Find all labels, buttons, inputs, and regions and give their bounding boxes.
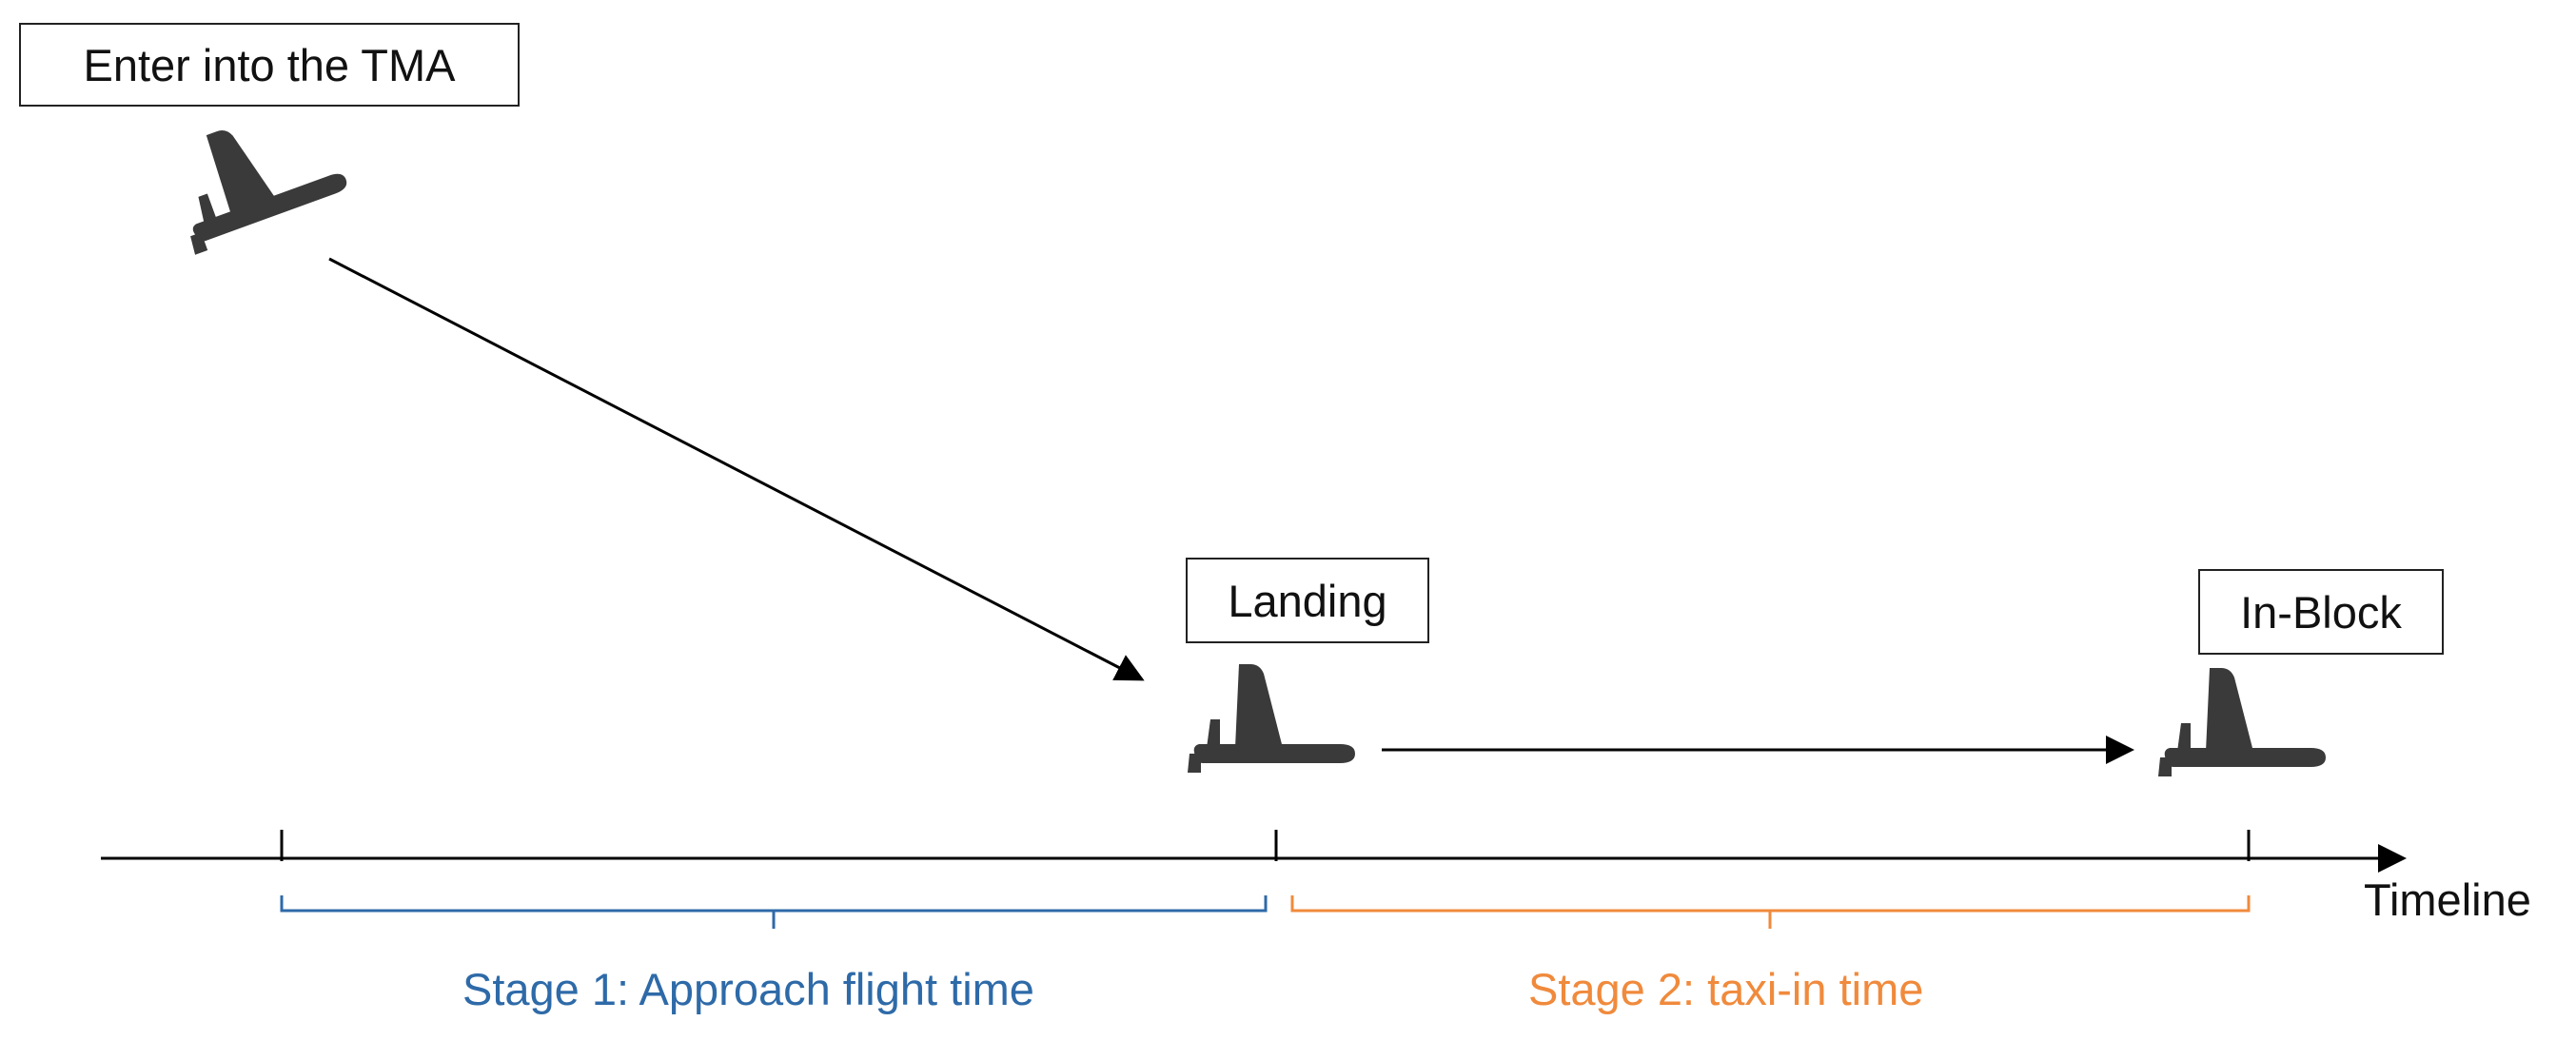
approach-arrow	[328, 257, 1145, 681]
stage-1-brace	[280, 895, 1268, 929]
in-block-label: In-Block	[2198, 569, 2444, 655]
landing-label: Landing	[1186, 558, 1429, 643]
airplane-landed-icon	[1188, 664, 1355, 773]
airplane-takeoff-icon	[158, 95, 353, 255]
timeline-label: Timeline	[2364, 874, 2531, 925]
stage-2-label: Stage 2: taxi-in time	[1528, 964, 1924, 1014]
stage-2-brace	[1290, 895, 2251, 929]
stage-1-label: Stage 1: Approach flight time	[462, 964, 1034, 1014]
enter-tma-label: Enter into the TMA	[19, 23, 520, 107]
airplane-parked-icon	[2158, 668, 2326, 776]
